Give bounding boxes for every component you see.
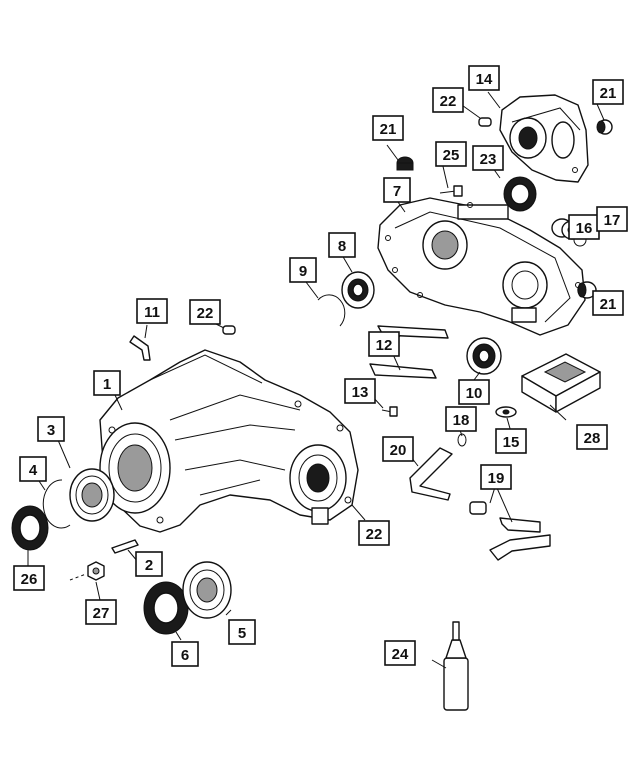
svg-text:19: 19 (488, 470, 505, 487)
callout-18: 18 (445, 406, 477, 432)
nut (69, 561, 105, 581)
switch-assembly (469, 501, 551, 561)
svg-text:17: 17 (604, 212, 621, 229)
svg-text:26: 26 (21, 571, 38, 588)
svg-text:11: 11 (144, 304, 160, 321)
rear-cover (499, 94, 589, 183)
seal-6 (143, 581, 189, 635)
svg-text:15: 15 (503, 434, 520, 451)
svg-text:22: 22 (440, 93, 457, 110)
seal-10 (466, 337, 502, 375)
callout-12: 12 (368, 331, 400, 357)
callout-21-right-top: 21 (592, 79, 624, 105)
svg-text:23: 23 (480, 151, 497, 168)
svg-text:3: 3 (47, 422, 55, 439)
rear-case-half (377, 197, 586, 336)
callout-1: 1 (93, 370, 121, 396)
stud (111, 539, 139, 554)
callout-17: 17 (596, 206, 628, 232)
o-ring (457, 433, 467, 447)
svg-text:9: 9 (299, 263, 307, 280)
snap-ring-9 (317, 294, 346, 327)
callout-6: 6 (171, 641, 199, 667)
callout-23: 23 (472, 145, 504, 171)
plug-right-top (596, 119, 613, 135)
callout-4: 4 (19, 456, 47, 482)
svg-text:27: 27 (93, 605, 110, 622)
callout-3: 3 (37, 416, 65, 442)
plug-right-lower (577, 281, 597, 299)
dowel-upper-left (222, 325, 236, 335)
screw (381, 406, 398, 417)
callout-26: 26 (13, 565, 45, 591)
svg-text:18: 18 (453, 412, 470, 429)
callout-8: 8 (328, 232, 356, 258)
svg-text:14: 14 (476, 71, 493, 88)
svg-text:21: 21 (600, 85, 617, 102)
svg-text:10: 10 (466, 385, 483, 402)
rear-seal (503, 176, 537, 212)
vent-hose (409, 447, 453, 501)
callout-16: 16 (568, 214, 600, 240)
callout-22-top: 22 (432, 87, 464, 113)
control-module (521, 353, 601, 413)
callout-21-top: 21 (372, 115, 404, 141)
bearing-3 (69, 468, 115, 522)
svg-text:24: 24 (392, 646, 409, 663)
svg-text:22: 22 (197, 305, 214, 322)
svg-text:20: 20 (390, 442, 407, 459)
callout-11: 11 (136, 298, 168, 324)
callout-27: 27 (85, 599, 117, 625)
callout-14: 14 (468, 65, 500, 91)
svg-text:8: 8 (338, 238, 346, 255)
svg-text:5: 5 (238, 625, 246, 642)
seal-8 (341, 271, 375, 309)
callout-7: 7 (383, 177, 411, 203)
svg-text:7: 7 (393, 183, 401, 200)
svg-text:13: 13 (352, 384, 369, 401)
svg-text:6: 6 (181, 647, 189, 664)
callout-labels: 1 2 3 4 5 6 7 8 9 10 11 12 13 14 15 16 1… (13, 65, 628, 667)
seal-26 (11, 505, 49, 551)
callout-24: 24 (384, 640, 416, 666)
callout-19: 19 (480, 464, 512, 490)
callout-20: 20 (382, 436, 414, 462)
svg-text:1: 1 (103, 376, 111, 393)
svg-text:16: 16 (576, 220, 593, 237)
callout-21-right-lower: 21 (592, 290, 624, 316)
sealant-tube (443, 621, 469, 711)
callout-5: 5 (228, 619, 256, 645)
svg-text:12: 12 (376, 337, 393, 354)
washer (495, 406, 517, 418)
callout-13: 13 (344, 378, 376, 404)
elbow-fitting (129, 335, 151, 361)
callout-9: 9 (289, 257, 317, 283)
callout-28: 28 (576, 424, 608, 450)
bearing-5 (182, 561, 232, 619)
callout-22-bottom: 22 (358, 520, 390, 546)
svg-text:21: 21 (600, 296, 617, 313)
svg-text:21: 21 (380, 121, 397, 138)
callout-10: 10 (458, 379, 490, 405)
bolt (439, 185, 463, 197)
dowel-top (478, 117, 492, 127)
svg-text:4: 4 (29, 462, 38, 479)
snap-ring-4 (42, 479, 71, 529)
svg-text:25: 25 (443, 147, 460, 164)
svg-text:2: 2 (145, 557, 153, 574)
svg-text:22: 22 (366, 526, 383, 543)
callout-2: 2 (135, 551, 163, 577)
callout-25: 25 (435, 141, 467, 167)
callout-15: 15 (495, 428, 527, 454)
callout-22-left: 22 (189, 299, 221, 325)
plug-top (396, 156, 414, 171)
front-case-housing (99, 349, 359, 533)
svg-text:28: 28 (584, 430, 601, 447)
